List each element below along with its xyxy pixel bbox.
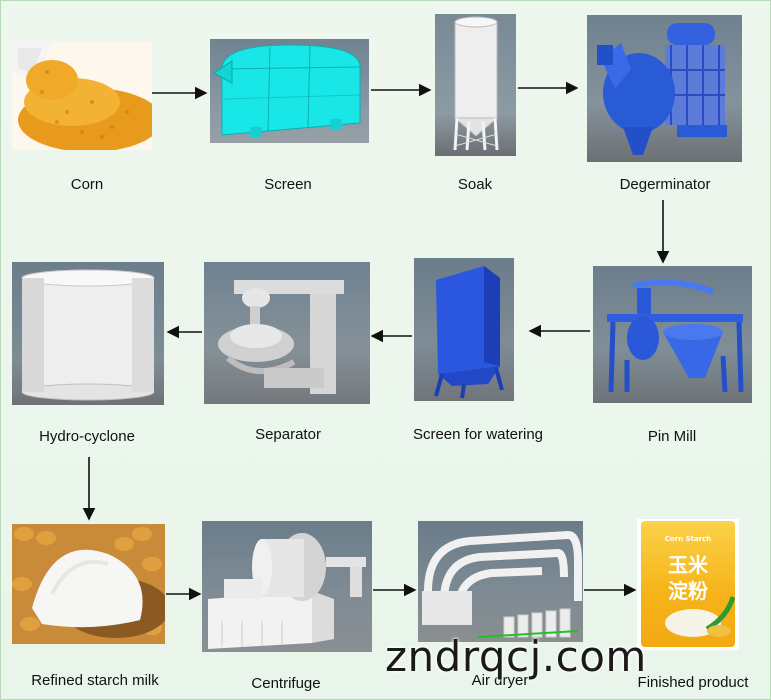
corn-image	[12, 42, 152, 150]
soak-tank-image	[435, 14, 516, 156]
finished-product-image: Corn Starch 玉米 淀粉	[637, 519, 739, 650]
separator-image	[204, 262, 370, 404]
centrifuge-image	[202, 521, 372, 652]
step-label-screen: Screen	[264, 176, 312, 193]
pin-mill-image	[593, 266, 752, 403]
package-text-line1: 玉米	[668, 553, 708, 577]
step-label-air-dryer: Air dryer	[471, 672, 529, 689]
refined-starch-milk-image	[12, 524, 165, 644]
step-label-centrifuge: Centrifuge	[251, 675, 321, 692]
degerminator-image	[587, 15, 742, 162]
step-label-corn: Corn	[70, 176, 104, 193]
air-dryer-image	[418, 521, 583, 642]
step-label-hydro-cyclone: Hydro-cyclone	[39, 428, 135, 445]
screen-for-watering-image	[414, 258, 514, 401]
package-brand-text: Corn Starch	[664, 535, 712, 543]
watermark-text: zndrqcj.com	[385, 632, 647, 681]
step-label-finished-product: Finished product	[637, 674, 749, 691]
hydro-cyclone-image	[12, 262, 164, 405]
screen-machine-image	[210, 39, 369, 143]
step-label-screen-for-watering: Screen for watering	[412, 426, 544, 443]
step-label-separator: Separator	[255, 426, 321, 443]
package-text-line2: 淀粉	[668, 579, 708, 603]
step-label-soak: Soak	[457, 176, 493, 193]
step-label-degerminator: Degerminator	[619, 176, 711, 193]
step-label-pin-mill: Pin Mill	[647, 428, 697, 445]
step-label-refined-starch-milk: Refined starch milk	[31, 672, 159, 689]
